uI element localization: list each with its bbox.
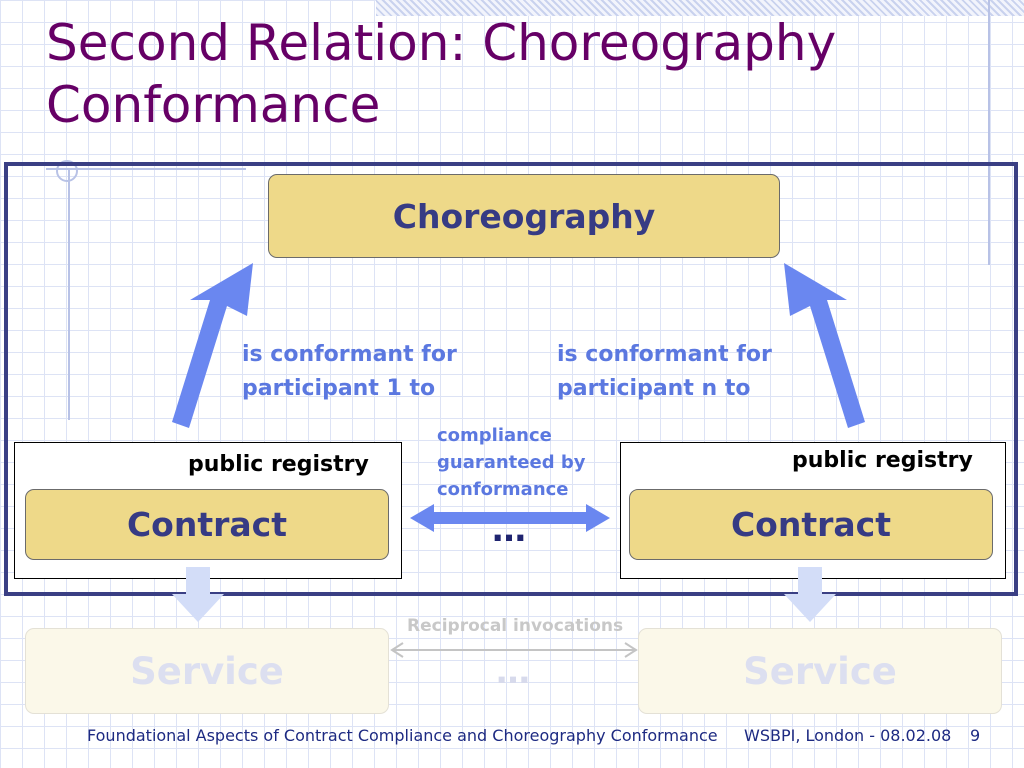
right-contract-box: Contract xyxy=(629,489,993,560)
left-conformance-arrow xyxy=(172,263,253,428)
left-service-label: Service xyxy=(130,649,284,693)
right-contract-label: Contract xyxy=(730,505,892,544)
reciprocal-invocations-label: Reciprocal invocations xyxy=(407,616,624,636)
right-conformance-arrow xyxy=(784,263,865,428)
right-faded-down-arrow xyxy=(784,567,836,622)
right-conformance-line-1: is conformant for xyxy=(557,342,772,367)
left-conformance-line-2: participant 1 to xyxy=(242,376,436,401)
left-service-box: Service xyxy=(25,628,389,714)
decorative-top-strip xyxy=(376,0,1024,16)
slide-title-line-2: Conformance xyxy=(46,76,381,134)
service-ellipsis: … xyxy=(496,652,530,692)
decorative-vertical-line-left xyxy=(68,170,70,420)
slide-title: Second Relation: Choreography Conformanc… xyxy=(46,12,986,136)
choreography-label: Choreography xyxy=(392,196,656,236)
footer-page-number: 9 xyxy=(970,726,981,745)
decorative-vertical-line-right xyxy=(988,0,990,265)
right-service-label: Service xyxy=(743,649,897,693)
slide-title-line-1: Second Relation: Choreography xyxy=(46,14,837,72)
contract-double-arrow xyxy=(410,504,610,532)
choreography-box: Choreography xyxy=(268,174,780,258)
compliance-text: compliance guaranteed by conformance xyxy=(437,422,585,503)
left-contract-label: Contract xyxy=(126,505,288,544)
right-service-box: Service xyxy=(638,628,1002,714)
compliance-line-1: compliance xyxy=(437,425,552,446)
contract-ellipsis: … xyxy=(492,510,526,550)
left-conformance-line-1: is conformant for xyxy=(242,342,457,367)
left-conformance-text: is conformant for participant 1 to xyxy=(242,338,457,406)
decorative-circle-icon xyxy=(56,160,78,182)
left-contract-box: Contract xyxy=(25,489,389,560)
right-conformance-text: is conformant for participant n to xyxy=(557,338,772,406)
right-conformance-line-2: participant n to xyxy=(557,376,751,401)
compliance-line-3: conformance xyxy=(437,479,569,500)
footer-caption: Foundational Aspects of Contract Complia… xyxy=(87,726,718,745)
right-registry-label: public registry xyxy=(792,448,973,473)
diagram-frame xyxy=(4,162,1018,596)
footer-venue: WSBPI, London - 08.02.08 xyxy=(744,726,952,745)
title-underline xyxy=(46,168,246,170)
compliance-line-2: guaranteed by xyxy=(437,452,586,473)
reciprocal-double-arrow xyxy=(390,642,638,658)
left-registry-label: public registry xyxy=(188,452,369,477)
left-faded-down-arrow xyxy=(172,567,224,622)
